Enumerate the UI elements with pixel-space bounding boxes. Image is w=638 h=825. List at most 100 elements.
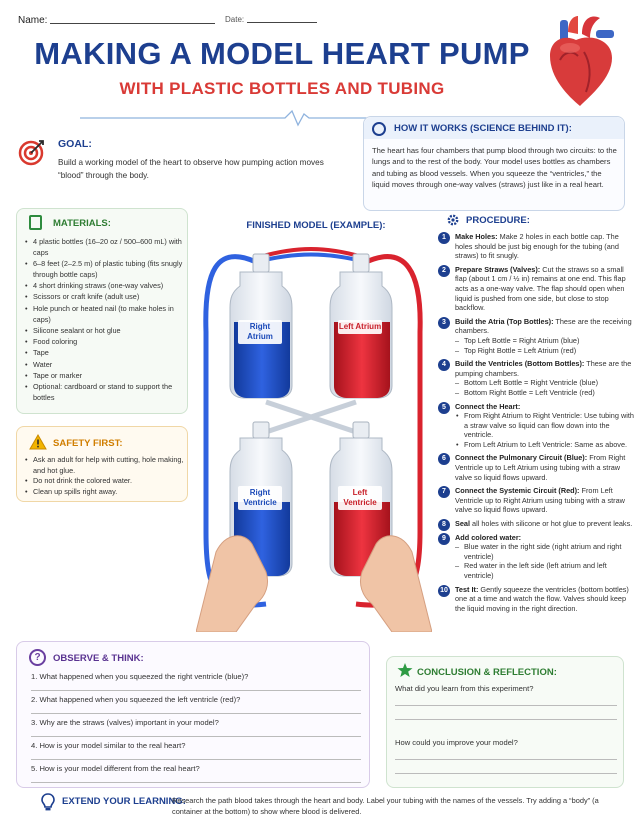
procedure-step: 6 Connect the Pulmonary Circuit (Blue): … [438,453,634,482]
question-text: 2. What happened when you squeezed the l… [31,695,241,704]
how-it-works-section: HOW IT WORKS (SCIENCE BEHIND IT): The he… [363,116,625,211]
step-number: 7 [438,486,450,499]
left-ventricle-label: Left Ventricle [338,486,382,510]
answer-line[interactable] [31,727,361,737]
materials-heading: MATERIALS: [53,218,111,229]
step-sub-item: Bottom Left Bottle = Right Ventricle (bl… [455,378,634,388]
step-title: Make Holes: [455,232,498,241]
list-item: Scissors or craft knife (adult use) [25,292,187,303]
question-item: 5. How is your model different from the … [31,764,371,783]
step-text: Cut the straws so a small flap (about 1 … [455,264,626,313]
procedure-step: 10 Test It: Gently squeeze the ventricle… [438,584,634,614]
procedure-step: 9 Add colored water: Blue water in the r… [438,532,634,581]
right-ventricle-label: Right Ventricle [238,486,282,510]
date-line[interactable] [247,22,318,23]
name-field[interactable]: Name: [18,15,216,26]
answer-line[interactable] [31,773,361,783]
question-text: 4. How is your model similar to the real… [31,741,186,750]
step-number: 5 [438,401,450,414]
answer-line[interactable] [395,773,617,774]
lightbulb-icon [41,793,55,811]
step-title: Connect the Pulmonary Circuit (Blue): [455,453,588,463]
materials-list: 4 plastic bottles (16–20 oz / 500–600 mL… [25,237,187,404]
procedure-step: 5 Connect the Heart: From Right Atrium t… [438,401,634,450]
step-title: Prepare Straws (Valves): [455,264,541,274]
heartbeat-line-icon [80,109,540,127]
safety-section: SAFETY FIRST: Ask an adult for help with… [16,426,188,502]
step-text: From Left Ventricle up to Right Atrium u… [455,486,625,515]
answer-line[interactable] [31,704,361,714]
page-subtitle: WITH PLASTIC BOTTLES AND TUBING [119,79,445,98]
observe-section: ? OBSERVE & THINK: 1. What happened when… [16,641,370,788]
list-item: Food coloring [25,337,187,348]
extend-learning-section: EXTEND YOUR LEARNING: Research the path … [40,790,630,820]
right-atrium-label: Right Atrium [238,320,282,344]
step-text: These are the receiving chambers. [455,316,632,336]
step-number: 10 [438,584,450,597]
materials-section: MATERIALS: 4 plastic bottles (16–20 oz /… [16,208,188,414]
goal-heading: GOAL: [58,138,92,150]
procedure-list: 1 Make Holes: Make 2 holes in each bottl… [438,232,634,617]
date-field[interactable]: Date: [225,15,318,24]
step-number: 6 [438,453,450,466]
step-text: Make 2 holes in each bottle cap. The hol… [455,232,619,261]
question-text: 1. What happened when you squeezed the r… [31,672,249,681]
step-number: 9 [438,532,450,545]
list-item: 4 plastic bottles (16–20 oz / 500–600 mL… [25,237,187,259]
left-atrium-label: Left Atrium [338,320,382,334]
question-item: 2. What happened when you squeezed the l… [31,695,371,714]
how-it-works-text: The heart has four chambers that pump bl… [372,146,617,190]
warning-icon [29,434,47,450]
list-item: Optional: cardboard or stand to support … [25,382,187,404]
step-title: Connect the Heart: [455,401,521,411]
extend-heading: EXTEND YOUR LEARNING: [62,796,186,807]
model-heading: FINISHED MODEL (EXAMPLE): [246,220,386,231]
procedure-step: 1 Make Holes: Make 2 holes in each bottl… [438,232,634,261]
procedure-step: 3 Build the Atria (Top Bottles): These a… [438,316,634,355]
step-title: Add colored water: [455,532,522,542]
step-sub-item: Top Left Bottle = Right Atrium (blue) [455,336,634,346]
observe-heading: OBSERVE & THINK: [53,653,144,664]
star-icon [397,663,413,677]
how-it-works-heading: HOW IT WORKS (SCIENCE BEHIND IT): [394,123,572,134]
list-item: Ask an adult for help with cutting, hole… [25,455,187,476]
step-number: 1 [438,232,450,244]
target-icon [18,140,44,166]
step-sub-item: Blue water in the right side (right atri… [455,542,634,561]
step-text: Gently squeeze the ventricles (bottom bo… [455,584,629,613]
question-item: 4. How is your model similar to the real… [31,741,371,760]
conclusion-question: What did you learn from this experiment? [395,684,534,693]
page-title: MAKING A MODEL HEART PUMP [34,36,530,71]
step-sub-item: Red water in the left side (left atrium … [455,561,634,580]
procedure-step: 4 Build the Ventricles (Bottom Bottles):… [438,359,634,397]
step-number: 8 [438,519,450,532]
question-text: 5. How is your model different from the … [31,764,200,773]
heart-model-photo [196,232,432,632]
date-label: Date: [225,15,245,24]
step-title: Build the Atria (Top Bottles): [455,316,554,326]
step-title: Test It: [455,584,479,594]
answer-line[interactable] [31,750,361,760]
list-item: Tape [25,348,187,359]
goal-section: GOAL: Build a working model of the heart… [14,130,354,192]
answer-line[interactable] [31,681,361,691]
step-text: From Right Ventricle up to Left Atrium u… [455,453,626,482]
answer-line[interactable] [395,705,617,706]
step-sub-item: Bottom Right Bottle = Left Ventricle (re… [455,388,634,398]
step-number: 3 [438,316,450,329]
procedure-step: 8 Seal all holes with silicone or hot gl… [438,519,634,532]
anatomical-heart-icon [550,16,614,107]
step-sub-item: From Left Atrium to Left Ventricle: Same… [455,440,634,450]
answer-line[interactable] [395,759,617,760]
procedure-step: 2 Prepare Straws (Valves): Cut the straw… [438,264,634,313]
step-title: Build the Ventricles (Bottom Bottles): [455,359,585,369]
list-item: 6–8 feet (2–2.5 m) of plastic tubing (fi… [25,259,187,281]
question-item: 3. Why are the straws (valves) important… [31,718,371,737]
conclusion-section: CONCLUSION & REFLECTION: What did you le… [386,656,624,788]
list-item: Tape or marker [25,371,187,382]
procedure-heading: PROCEDURE: [466,215,530,226]
safety-heading: SAFETY FIRST: [53,438,123,449]
answer-line[interactable] [395,719,617,720]
name-line[interactable] [50,23,216,24]
step-text: These are the pumping chambers. [455,359,632,378]
